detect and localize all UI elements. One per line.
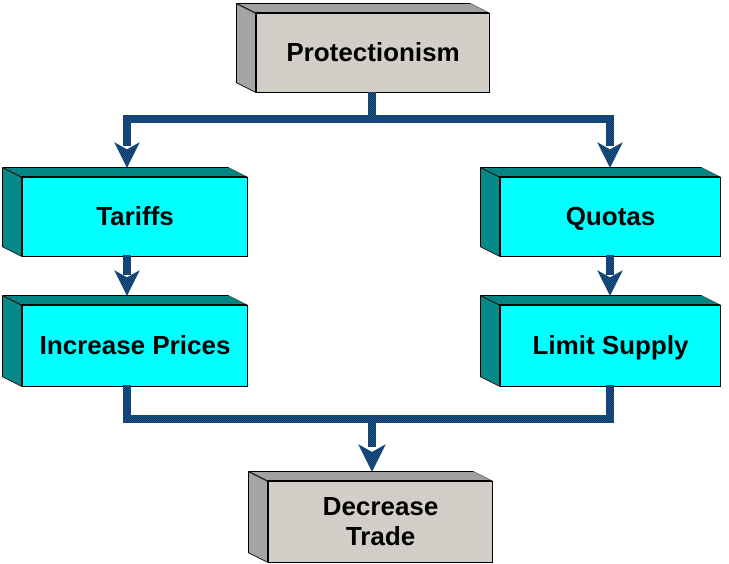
box-left-face — [2, 167, 22, 257]
connector-protectionism-branch — [123, 115, 614, 123]
box-top-face — [2, 295, 248, 305]
node-protectionism-label: Protectionism — [286, 37, 460, 68]
connector-protectionism-stem — [368, 92, 376, 115]
box-front-face — [500, 305, 721, 387]
box-left-face — [248, 471, 268, 563]
box-top-face — [480, 167, 721, 177]
connector-increase-prices-drop — [123, 385, 131, 416]
node-protectionism: Protectionism — [236, 3, 490, 93]
node-tariffs: Tariffs — [2, 167, 248, 257]
box-left-face — [480, 295, 500, 387]
box-front-face — [22, 305, 248, 387]
node-increase-prices-label: Increase Prices — [39, 330, 231, 361]
box-top-face — [480, 295, 721, 305]
connector-tariffs-to-increase-prices — [123, 255, 131, 275]
connector-quotas-to-limit-supply — [606, 255, 614, 275]
connector-drop-to-quotas — [606, 122, 614, 146]
box-top-face — [248, 471, 493, 481]
connector-drop-to-tariffs — [123, 122, 131, 146]
box-front-face — [268, 481, 493, 563]
node-quotas: Quotas — [480, 167, 721, 257]
node-quotas-label: Quotas — [565, 201, 656, 232]
arrow-to-decrease-trade-icon — [358, 444, 386, 472]
box-top-face — [2, 167, 248, 177]
box-left-face — [2, 295, 22, 387]
box-front-face — [256, 13, 490, 93]
node-limit-supply-label: Limit Supply — [532, 330, 689, 361]
node-increase-prices: Increase Prices — [2, 295, 248, 387]
node-decrease-trade-label: Decrease Trade — [322, 491, 439, 551]
node-decrease-trade: Decrease Trade — [248, 471, 493, 563]
node-limit-supply: Limit Supply — [480, 295, 721, 387]
box-left-face — [480, 167, 500, 257]
connector-limit-supply-drop — [606, 385, 614, 416]
box-left-face — [236, 3, 256, 93]
box-top-face — [236, 3, 490, 13]
box-front-face — [22, 177, 248, 257]
node-tariffs-label: Tariffs — [96, 201, 174, 232]
connector-merge-bar — [123, 415, 614, 423]
connector-merge-stem — [368, 423, 376, 447]
box-front-face — [500, 177, 721, 257]
